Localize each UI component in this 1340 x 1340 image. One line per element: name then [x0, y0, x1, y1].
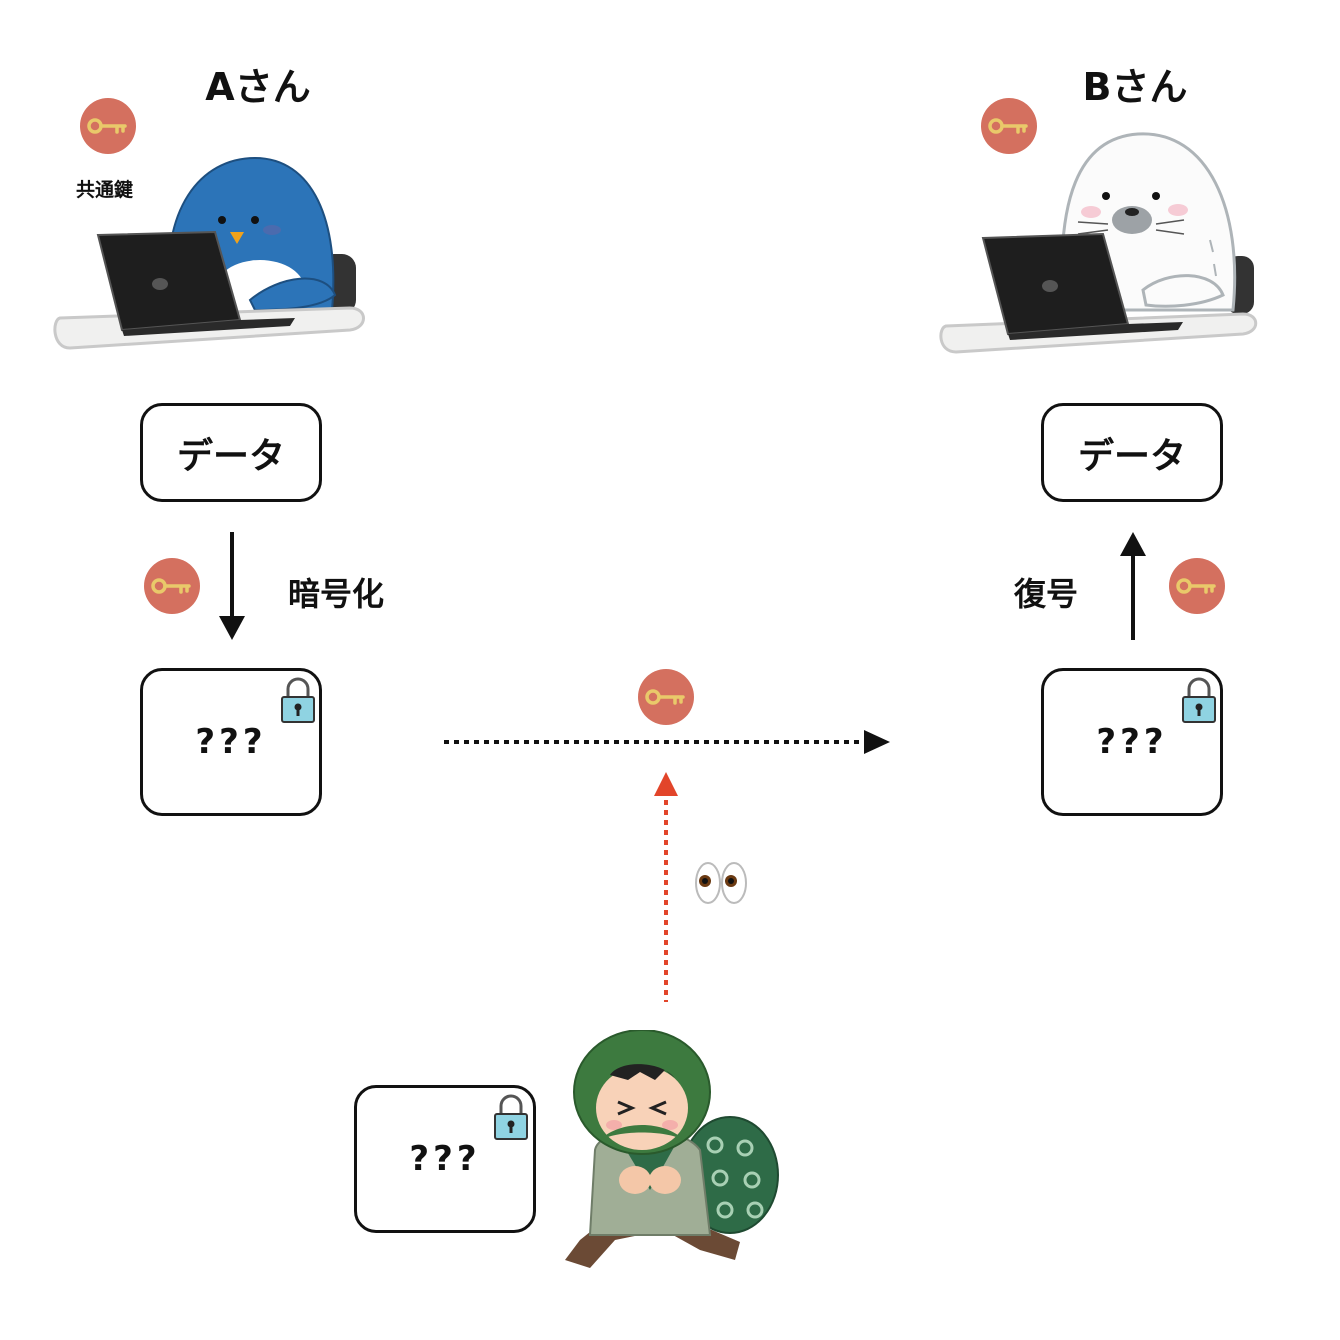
key-icon [981, 98, 1037, 154]
thief-illustration [565, 1030, 779, 1268]
eavesdrop-arrow [654, 772, 678, 1002]
sender-ciphertext-box: ??? [140, 668, 322, 816]
decrypt-label: 復号 [1014, 575, 1079, 613]
sender-plaintext-label: データ [176, 435, 285, 477]
receiver-name: Bさん [1082, 65, 1188, 109]
key-icon [80, 98, 136, 154]
eyes-icon [695, 862, 747, 904]
receiver-ciphertext-box: ??? [1041, 668, 1223, 816]
receiver-plaintext-box: データ [1041, 403, 1223, 502]
padlock-icon [1182, 677, 1216, 723]
sender-name: Aさん [205, 65, 311, 109]
intercepted-ciphertext-label: ??? [409, 1139, 481, 1179]
seal-at-laptop-illustration [939, 132, 1258, 354]
sender-ciphertext-label: ??? [195, 722, 267, 762]
padlock-icon [494, 1094, 528, 1140]
sender-plaintext-box: データ [140, 403, 322, 502]
penguin-at-laptop-illustration [53, 156, 365, 350]
decrypt-arrow [1120, 532, 1146, 640]
encrypt-label: 暗号化 [288, 575, 385, 613]
receiver-plaintext-label: データ [1077, 435, 1186, 477]
padlock-icon [281, 677, 315, 723]
key-icon [638, 669, 694, 725]
receiver-ciphertext-label: ??? [1096, 722, 1168, 762]
intercepted-ciphertext-box: ??? [354, 1085, 536, 1233]
encrypt-arrow [219, 532, 245, 640]
shared-key-label: 共通鍵 [76, 179, 134, 201]
key-icon [1169, 558, 1225, 614]
transfer-arrow [444, 730, 890, 754]
key-icon [144, 558, 200, 614]
